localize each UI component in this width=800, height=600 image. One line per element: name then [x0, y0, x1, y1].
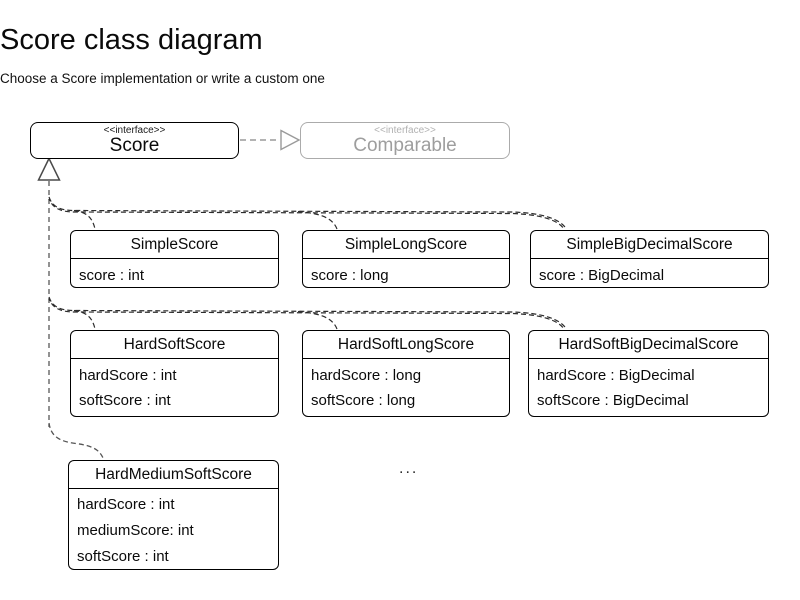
class-attribute: hardScore : int	[77, 496, 175, 513]
class-attribute: score : long	[311, 267, 389, 284]
inheritance-edge-row2b	[48, 298, 565, 330]
class-hardsoftscore: HardSoftScore hardScore : int softScore …	[70, 330, 279, 417]
class-attribute: hardScore : BigDecimal	[537, 367, 695, 384]
inheritance-edge-row2	[48, 296, 568, 330]
inheritance-drop-hardmediumsoftscore	[48, 422, 105, 460]
inheritance-drop-hardsoftlongscore	[297, 310, 338, 330]
interface-stereotype: <<interface>>	[103, 125, 166, 136]
class-hardsoftbigdecimalscore: HardSoftBigDecimalScore hardScore : BigD…	[528, 330, 769, 417]
inheritance-edge-row1	[48, 196, 568, 230]
realization-arrowhead-icon	[280, 129, 301, 151]
class-attribute: hardScore : int	[79, 367, 177, 384]
class-attribute: mediumScore: int	[77, 522, 194, 539]
class-attribute: score : int	[79, 267, 145, 284]
class-attribute: softScore : long	[311, 392, 416, 409]
class-attribute: score : BigDecimal	[539, 267, 665, 284]
class-name: HardSoftScore	[71, 331, 278, 359]
class-attribute: softScore : int	[77, 548, 169, 565]
class-simplebigdecimalscore: SimpleBigDecimalScore score : BigDecimal	[530, 230, 769, 288]
class-attribute: hardScore : long	[311, 367, 422, 384]
class-name: HardSoftLongScore	[303, 331, 509, 359]
inheritance-drop-simplescore	[73, 209, 96, 230]
class-hardsoftlongscore: HardSoftLongScore hardScore : long softS…	[302, 330, 510, 417]
inheritance-arrowhead-icon	[37, 156, 61, 181]
inheritance-drop-simplelongscore	[297, 210, 338, 230]
page-title: Score class diagram	[0, 24, 263, 56]
more-classes-ellipsis: ...	[399, 460, 419, 477]
interface-score: <<interface>> Score	[30, 122, 239, 159]
class-hardmediumsoftscore: HardMediumSoftScore hardScore : int medi…	[68, 460, 279, 570]
inheritance-edge-row1b	[48, 198, 565, 230]
class-name: SimpleLongScore	[303, 231, 509, 259]
class-simplelongscore: SimpleLongScore score : long	[302, 230, 510, 288]
interface-comparable: <<interface>> Comparable	[300, 122, 510, 159]
page-subtitle: Choose a Score implementation or write a…	[0, 71, 325, 86]
class-attribute: softScore : int	[79, 392, 171, 409]
class-name: SimpleScore	[71, 231, 278, 259]
class-attribute: softScore : BigDecimal	[537, 392, 689, 409]
class-name: SimpleBigDecimalScore	[531, 231, 768, 259]
inheritance-drop-hardsoftscore	[73, 309, 96, 330]
interface-name: Score	[109, 135, 160, 156]
class-name: HardSoftBigDecimalScore	[529, 331, 768, 359]
class-simplescore: SimpleScore score : int	[70, 230, 279, 288]
class-name: HardMediumSoftScore	[69, 461, 278, 489]
interface-stereotype: <<interface>>	[374, 125, 436, 136]
interface-name: Comparable	[353, 135, 457, 156]
